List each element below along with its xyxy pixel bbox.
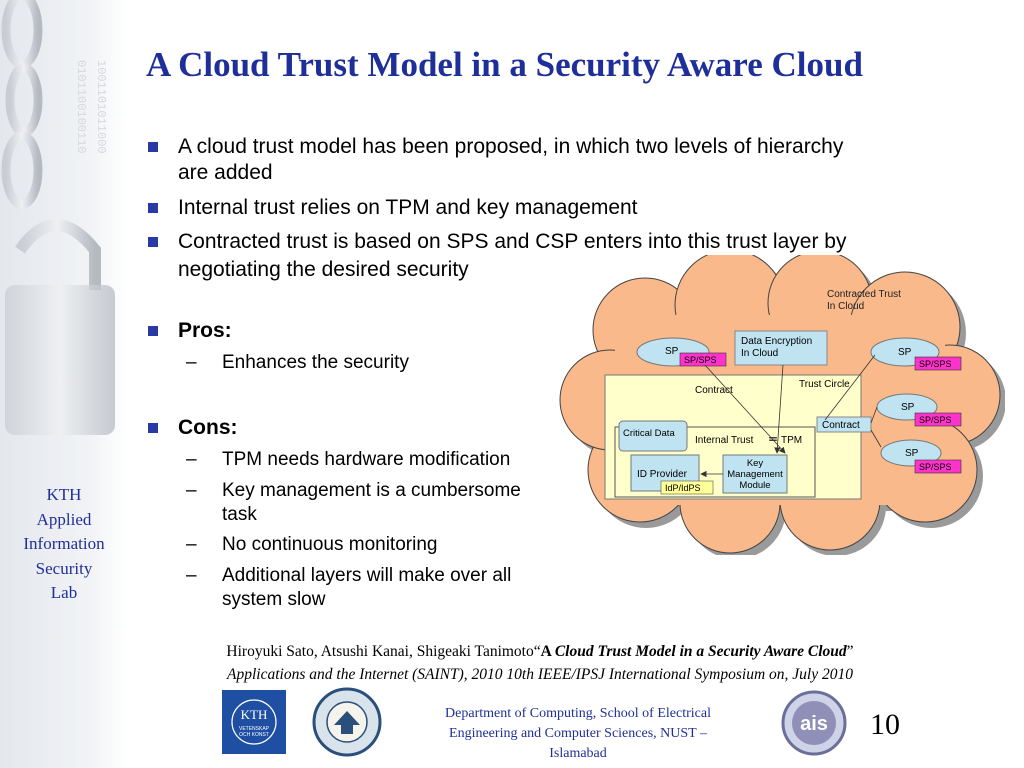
sub-item-text: No continuous monitoring [222,534,438,555]
sp-label: SP [898,347,912,358]
dash-marker: – [186,352,197,373]
kth-logo: KTH VETENSKAP OCH KONST [222,690,286,754]
key-management-box [722,454,788,494]
sub-item-text: task [222,504,257,525]
sp-sps-label: SP/SPS [919,359,952,369]
bullet-square-icon [148,326,158,336]
sub-item-text: TPM needs hardware modification [222,449,511,470]
footer-department-line: Engineering and Computer Sciences, NUST … [449,726,707,741]
sp-label: SP [901,402,915,413]
sp-sps-badge [679,352,727,367]
footer-department-line: Department of Computing, School of Elect… [445,706,711,721]
critical-data-cylinder [618,420,688,452]
citation-paper-title: Cloud Trust Model in a Security Aware Cl… [554,643,847,660]
diagram-arrows [700,354,882,478]
sidebar-lab-name: KTH Applied Information Security Lab [4,483,124,606]
key-management-label: Key [747,458,764,469]
internal-trust-label: Internal Trust [695,435,754,446]
cons-heading: Cons: [178,416,238,439]
svg-text:OCH KONST: OCH KONST [239,732,269,738]
sub-item-text: Key management is a cumbersome [222,480,521,501]
contract-box [816,416,872,433]
svg-text:ais: ais [800,713,828,735]
citation-venue: Applications and the Internet (SAINT), 2… [227,666,853,683]
bullet-text: are added [178,161,273,184]
citation-quote-close: ” [846,643,854,660]
bullet-square-icon [148,423,158,433]
sidebar-line: Lab [50,583,78,602]
sp-sps-label: SP/SPS [919,415,952,425]
sp-label: SP [665,346,679,357]
sp-sps-label: SP/SPS [684,355,717,365]
idp-badge [660,480,714,495]
svg-text:VETENSKAP: VETENSKAP [239,726,270,732]
sidebar-line: Security [35,558,93,578]
bullet-text: Internal trust relies on TPM and key man… [178,196,638,219]
sp-sps-badge [914,412,962,427]
contracted-trust-label: In Cloud [827,301,864,312]
sp-node [880,439,942,467]
bullet-text: Contracted trust is based on SPS and CSP… [178,230,847,253]
critical-data-label: Critical Data [623,428,675,439]
citation-title-article: A [540,643,555,660]
sub-item-text: Enhances the security [222,352,409,373]
citation-authors: Hiroyuki Sato, Atsushi Kanai, Shigeaki T… [226,643,541,660]
footer-department-line: Islamabad [549,746,607,761]
slide-title: A Cloud Trust Model in a Security Aware … [146,45,863,84]
contracted-trust-label: Contracted Trust [827,289,901,300]
sidebar-line: Applied [36,509,92,529]
svg-text:＝: ＝ [768,435,778,446]
contract-label: Contract [695,385,733,396]
trust-circle-label: Trust Circle [799,379,850,390]
svg-text:1001101011000: 1001101011000 [94,60,108,154]
bullet-text: A cloud trust model has been proposed, i… [178,135,844,158]
contract-label: Contract [822,420,860,431]
sp-sps-label: SP/SPS [919,462,952,472]
ais-logo: ais [781,690,847,756]
bullet-square-icon [148,203,158,213]
svg-text:0101100100110: 0101100100110 [74,60,88,154]
footer-department: Department of Computing, School of Elect… [408,704,748,764]
sidebar-line: KTH [46,485,82,504]
lock-chain-image: 0101100100110 1001101011000 [1,0,115,435]
nust-logo [312,687,382,757]
data-encryption-label: In Cloud [741,348,778,359]
pros-heading: Pros: [178,319,232,342]
dash-marker: – [186,534,197,555]
sub-item-text: Additional layers will make over all [222,565,512,586]
bullet-square-icon [148,237,158,247]
sidebar: 0101100100110 1001101011000 KTH Applied … [0,0,128,768]
page-number: 10 [870,708,900,741]
bullet-text: negotiating the desired security [178,258,469,281]
sp-sps-badge [914,459,962,474]
bullet-square-icon [148,142,158,152]
idp-idps-label: IdP/IdPS [665,483,701,493]
sub-item-text: system slow [222,589,326,610]
svg-text:KTH: KTH [241,707,268,722]
tpm-label: TPM [781,435,802,446]
sp-label: SP [905,448,919,459]
dash-marker: – [186,565,197,586]
data-encryption-label: Data Encryption [741,336,812,347]
citation: Hiroyuki Sato, Atsushi Kanai, Shigeaki T… [130,640,950,686]
data-encryption-box [734,330,828,366]
sp-sps-badge [914,356,962,371]
key-management-label: Management [727,469,783,480]
key-management-label: Module [739,480,770,491]
id-provider-label: ID Provider [637,469,688,480]
sidebar-line: Information [23,534,105,553]
dash-marker: – [186,480,197,501]
citation-line-1: Hiroyuki Sato, Atsushi Kanai, Shigeaki T… [130,640,950,663]
dash-marker: – [186,449,197,470]
